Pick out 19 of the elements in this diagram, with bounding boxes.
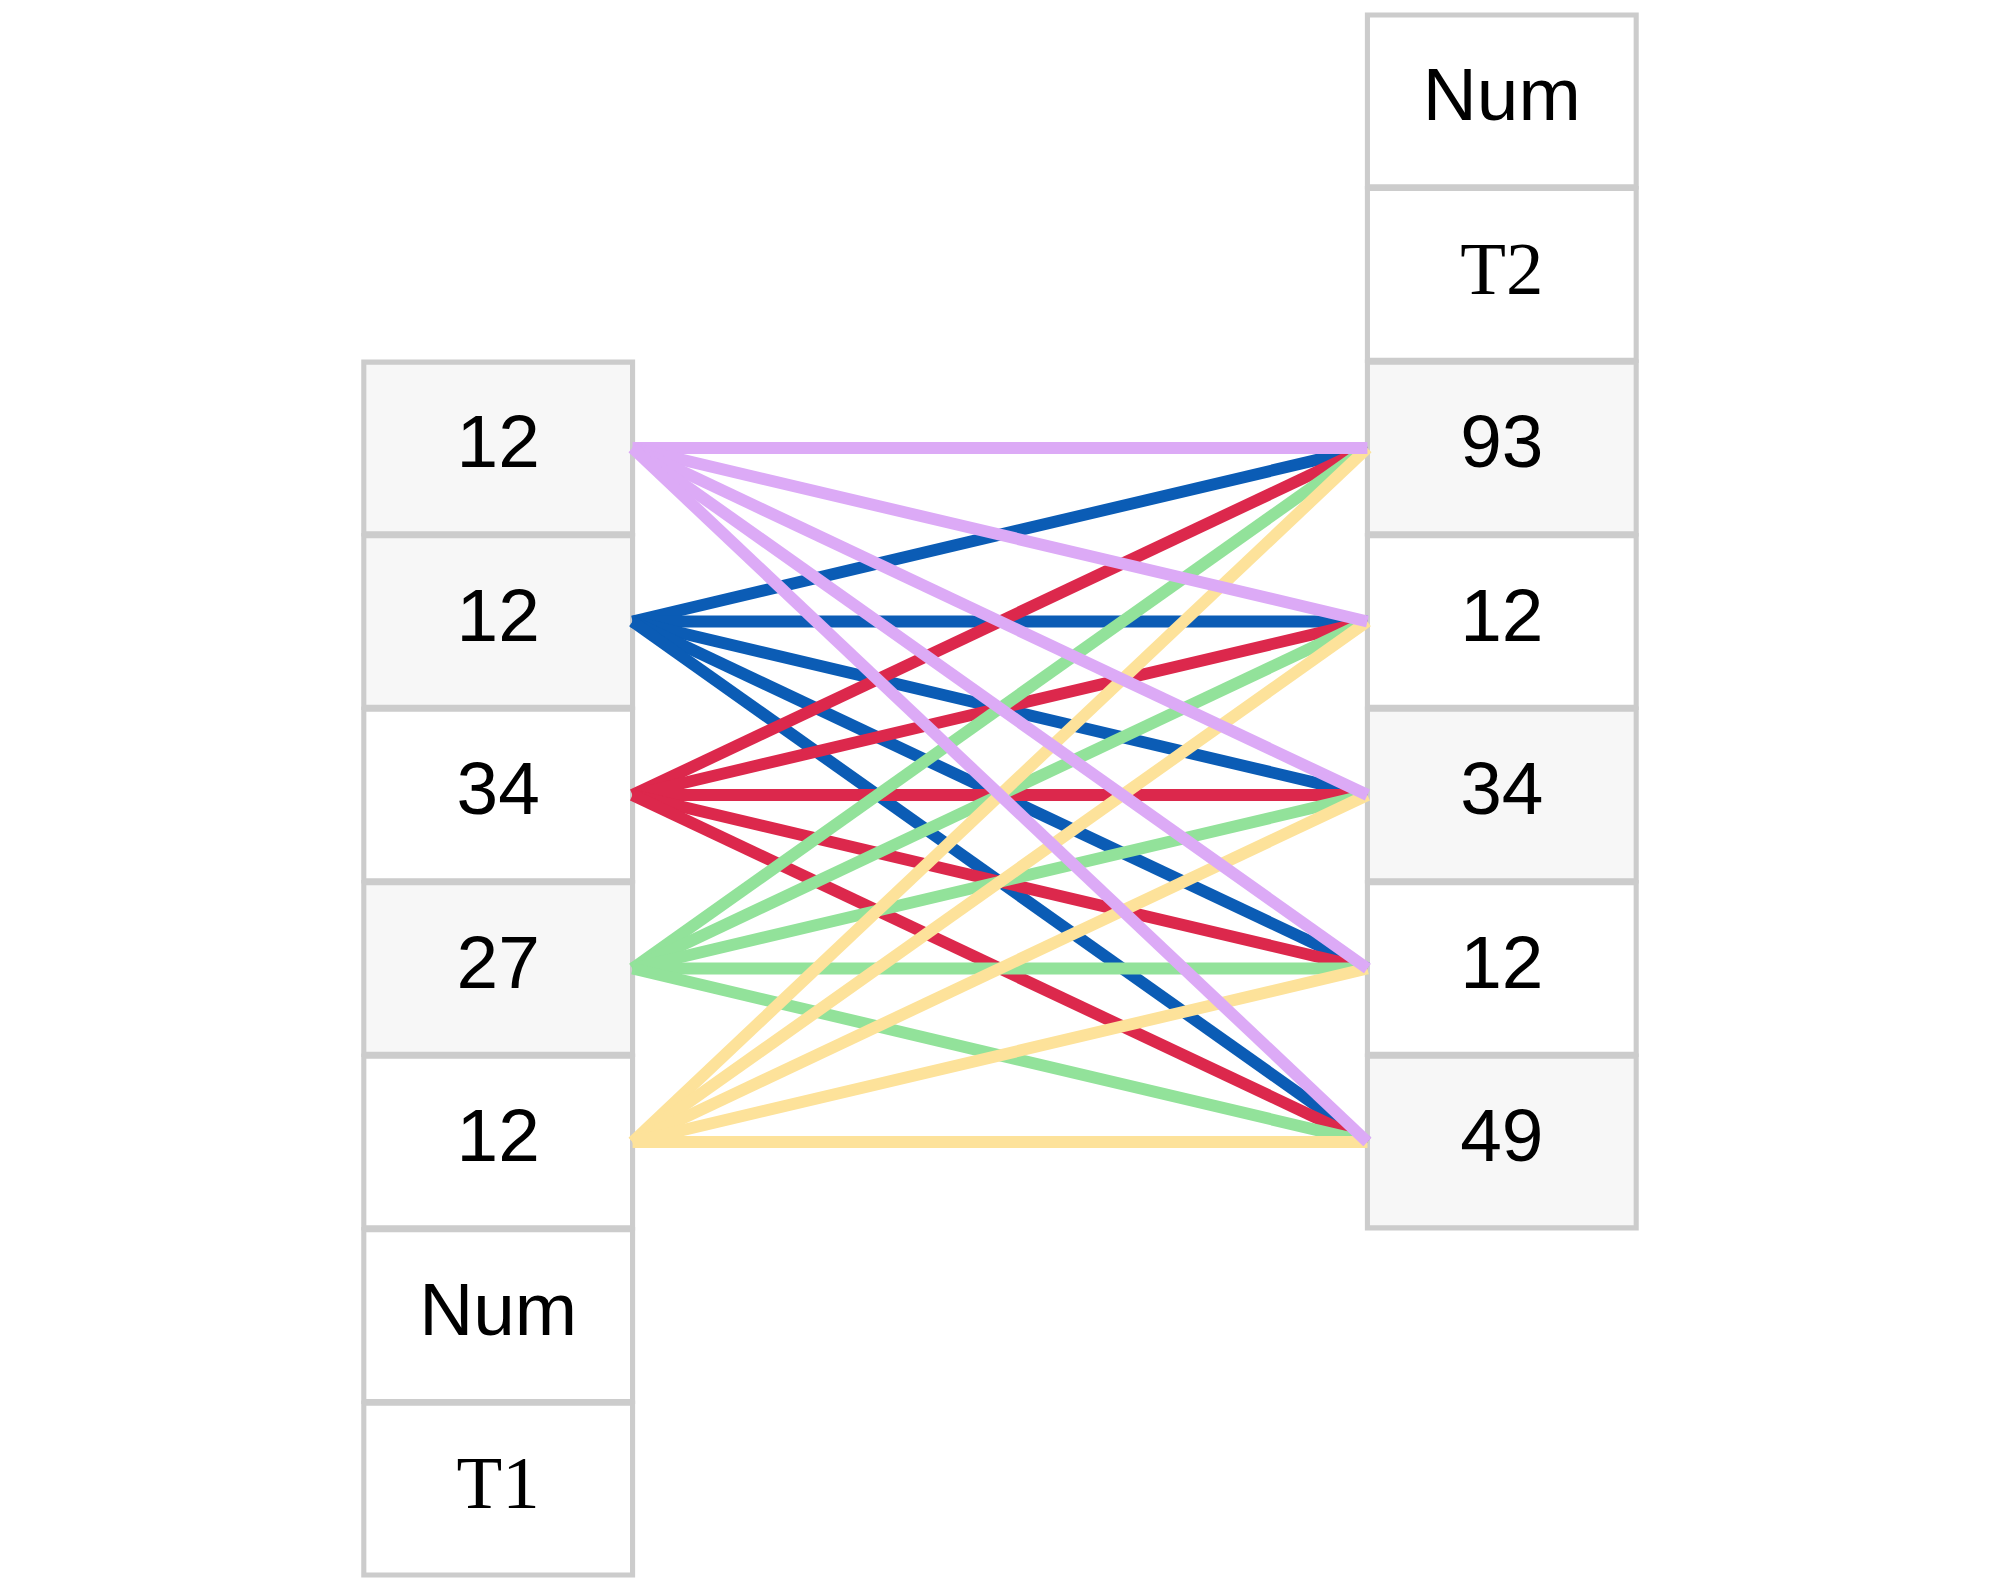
node-box: 12: [1364, 880, 1639, 1057]
connector: [631, 442, 1369, 628]
node-box: 12: [361, 533, 636, 710]
connector: [630, 789, 1370, 1148]
node-box: 12: [361, 1053, 636, 1231]
connector: [629, 616, 1371, 1147]
node-box: T2: [1364, 186, 1639, 363]
node-box: 49: [1364, 1053, 1639, 1231]
connector: [628, 443, 1372, 1147]
node-box: Num: [361, 1227, 636, 1404]
connector: [632, 442, 1368, 454]
connector: [632, 1136, 1368, 1148]
node-box: 27: [361, 880, 636, 1057]
connector: [631, 962, 1369, 1148]
node-box: 12: [1364, 533, 1639, 710]
node-box: Num: [1364, 12, 1639, 190]
node-box: 12: [361, 359, 636, 537]
connector: [629, 443, 1371, 974]
connector: [630, 442, 1370, 801]
